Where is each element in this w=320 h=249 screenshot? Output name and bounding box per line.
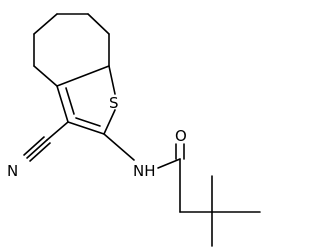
bond [87, 13, 110, 35]
triple-bond [29, 142, 51, 162]
nitrile-group [23, 121, 69, 162]
bond [56, 85, 69, 123]
amide-chain [103, 133, 213, 213]
carbonyl-oxygen-label: O [175, 127, 187, 145]
sulfur-atom-label: S [109, 94, 119, 112]
thiophene-ring [56, 65, 116, 135]
chemical-structure: S N NH O [7, 13, 261, 247]
double-bond-inner [75, 117, 101, 127]
nitrile-nitrogen-label: N [7, 162, 18, 180]
bond [46, 121, 69, 141]
cycloheptane-ring [33, 13, 110, 87]
bond [103, 109, 116, 135]
bond [67, 121, 105, 135]
bond [103, 133, 135, 161]
tert-butyl-group [211, 175, 261, 247]
amide-nh-label: NH [133, 162, 156, 180]
bond [56, 65, 110, 87]
bond [108, 65, 116, 95]
triple-bond [26, 139, 48, 159]
bond [33, 65, 58, 87]
bond [33, 13, 58, 35]
triple-bond [23, 136, 45, 156]
bond [157, 158, 181, 169]
double-bond-inner [65, 87, 75, 115]
